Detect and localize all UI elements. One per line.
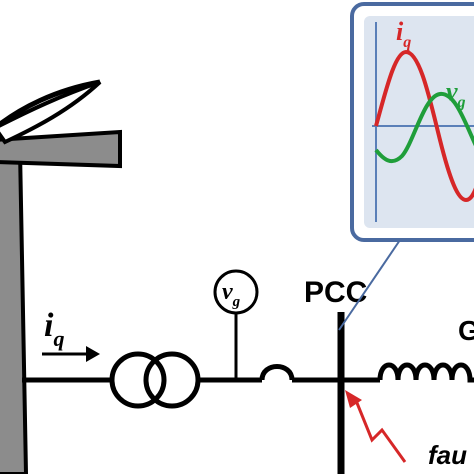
voltage-waveform bbox=[374, 92, 474, 164]
turbine-blade-upper-edge bbox=[0, 79, 101, 128]
line-crossover bbox=[259, 364, 295, 381]
transformer-icon bbox=[109, 351, 201, 409]
fault-label: fau bbox=[428, 440, 467, 470]
callout-line bbox=[338, 239, 401, 331]
lightning-fault-icon bbox=[345, 390, 407, 463]
current-label: iq bbox=[44, 307, 64, 351]
inset-voltage-label: vg bbox=[446, 77, 466, 111]
grid-label: G bbox=[458, 315, 474, 346]
waveform-inset: iq vg bbox=[350, 2, 474, 242]
inset-current-label: iq bbox=[396, 17, 411, 51]
voltmeter-icon bbox=[213, 269, 259, 380]
wind-turbine bbox=[0, 79, 122, 474]
pcc-label: PCC bbox=[304, 276, 367, 309]
turbine-blade-lower bbox=[0, 129, 122, 169]
current-arrow bbox=[42, 346, 100, 362]
current-waveform bbox=[374, 49, 474, 203]
inductor-icon bbox=[377, 362, 474, 383]
voltmeter-label: vg bbox=[222, 279, 241, 310]
turbine-tower bbox=[0, 148, 29, 474]
